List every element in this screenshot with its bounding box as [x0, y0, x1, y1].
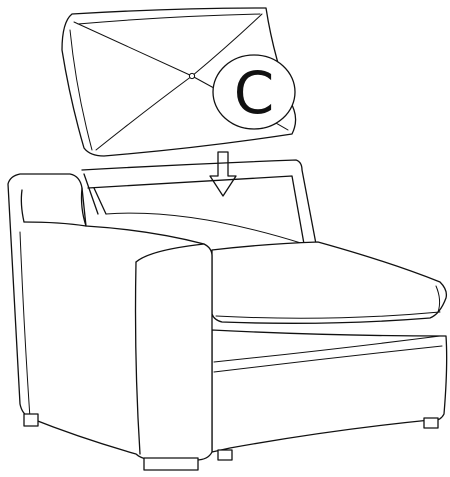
callout-letter: C	[234, 59, 275, 127]
part-callout: C	[213, 55, 295, 129]
chair-leg	[144, 458, 198, 470]
chair-leg	[218, 450, 232, 460]
chair-leg	[24, 414, 38, 426]
chair-corner-module	[8, 160, 447, 470]
tuft-button	[189, 73, 194, 78]
chair-leg	[424, 418, 438, 428]
down-arrow-icon	[210, 152, 236, 196]
